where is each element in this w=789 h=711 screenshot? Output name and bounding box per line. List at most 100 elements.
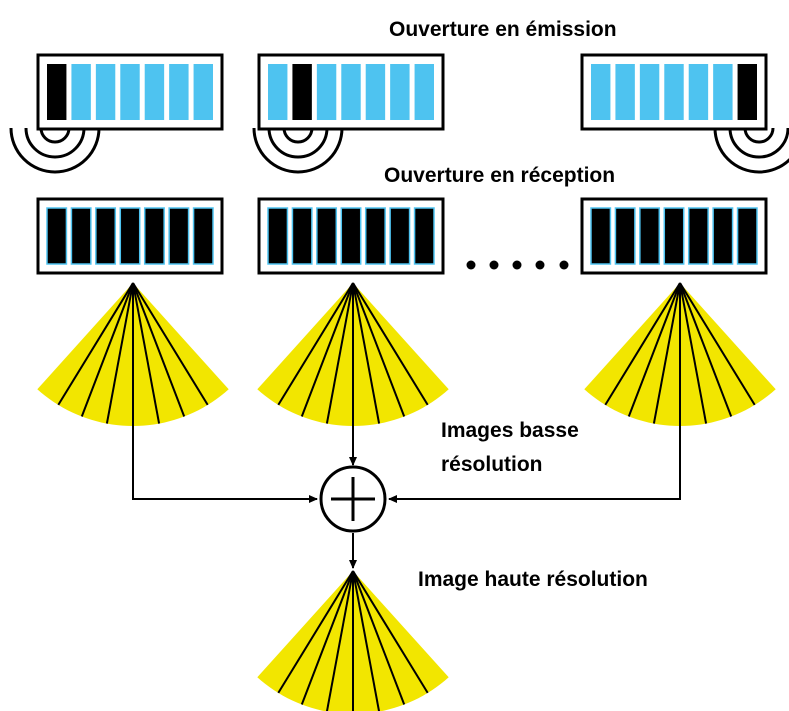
low-res-image-scanline bbox=[132, 282, 186, 417]
transmit-array-element bbox=[316, 64, 337, 120]
receive-array-element bbox=[267, 207, 289, 265]
low-res-label-line1: Images basse bbox=[441, 419, 579, 442]
connector-right bbox=[388, 426, 681, 503]
receive-array-element bbox=[192, 207, 214, 265]
receive-array-element bbox=[413, 207, 435, 265]
transmit-array bbox=[580, 53, 768, 131]
high-res-image bbox=[257, 570, 449, 711]
receive-array-element bbox=[316, 207, 338, 265]
wave-arc bbox=[24, 127, 86, 159]
low-res-images-label: Images basse résolution bbox=[441, 414, 579, 482]
transmit-array-element bbox=[390, 64, 410, 120]
transmit-array-element bbox=[144, 64, 165, 120]
low-res-image-scanline bbox=[277, 282, 354, 406]
receive-array-element bbox=[712, 207, 734, 265]
transmit-array-element bbox=[341, 64, 361, 120]
ellipsis-dots-icon bbox=[466, 260, 569, 270]
transmit-array-element bbox=[737, 64, 757, 120]
receive-array-element bbox=[590, 207, 612, 265]
transmit-array-element bbox=[664, 64, 684, 120]
receive-array-element bbox=[95, 207, 117, 265]
wave-arc bbox=[743, 127, 775, 144]
transmit-array bbox=[257, 53, 445, 131]
low-res-image-scanline bbox=[300, 282, 354, 417]
transmit-array-element bbox=[365, 64, 386, 120]
transmit-array-element bbox=[193, 64, 213, 120]
wave-arc bbox=[39, 127, 71, 144]
transmit-arrays bbox=[36, 53, 768, 131]
wave-arc bbox=[9, 127, 101, 174]
receive-array-element bbox=[168, 207, 190, 265]
receive-array-element bbox=[70, 207, 92, 265]
high-res-image-scanline bbox=[300, 570, 354, 705]
low-res-image-scanline bbox=[604, 282, 681, 406]
wave-arc bbox=[267, 127, 329, 159]
wave-arc bbox=[713, 127, 789, 174]
transmit-array-element bbox=[713, 64, 733, 120]
wave-arc bbox=[252, 127, 344, 174]
high-res-image-scanline bbox=[352, 570, 406, 705]
receive-array bbox=[257, 197, 445, 275]
low-res-image-scanline bbox=[627, 282, 681, 417]
low-res-image-scanline bbox=[652, 282, 681, 424]
high-res-image-label: Image haute résolution bbox=[418, 568, 648, 591]
low-res-image bbox=[257, 282, 449, 426]
low-res-image-scanline bbox=[57, 282, 134, 406]
ellipsis-dot bbox=[466, 260, 476, 270]
transmit-array-element bbox=[591, 64, 611, 120]
transmit-array-element bbox=[268, 64, 288, 120]
transmit-array-element bbox=[120, 64, 140, 120]
connector-lines bbox=[132, 426, 681, 569]
low-res-image bbox=[584, 282, 776, 426]
connector-left bbox=[132, 426, 318, 503]
high-res-image-scanline bbox=[277, 570, 354, 694]
receive-array-element bbox=[639, 207, 661, 265]
transmit-array-element bbox=[414, 64, 434, 120]
receive-array-element bbox=[46, 207, 68, 265]
receive-array bbox=[580, 197, 768, 275]
transmit-array-element bbox=[292, 64, 312, 120]
receive-array-element bbox=[736, 207, 758, 265]
receive-aperture-label: Ouverture en réception bbox=[384, 164, 616, 187]
low-res-image-scanline bbox=[679, 282, 708, 424]
wave-arc bbox=[728, 127, 789, 159]
transmit-array-element bbox=[95, 64, 116, 120]
receive-array-element bbox=[143, 207, 165, 265]
high-res-image-scanline bbox=[325, 570, 354, 711]
low-res-image-scanline bbox=[132, 282, 209, 406]
receive-array-element bbox=[663, 207, 685, 265]
sector-images bbox=[37, 282, 776, 711]
low-res-image-scanline bbox=[132, 282, 161, 424]
low-res-image-scanline bbox=[352, 282, 406, 417]
transmit-array-element bbox=[71, 64, 91, 120]
wave-arc bbox=[282, 127, 314, 144]
low-res-image-scanline bbox=[352, 282, 429, 406]
low-res-image-scanline bbox=[679, 282, 733, 417]
receive-array-element bbox=[340, 207, 362, 265]
low-res-image bbox=[37, 282, 229, 426]
transmit-aperture-label: Ouverture en émission bbox=[389, 18, 617, 41]
transmit-array-element bbox=[615, 64, 635, 120]
low-res-label-line2: résolution bbox=[441, 453, 543, 476]
ellipsis-dot bbox=[559, 260, 569, 270]
wave-arcs-icon bbox=[713, 127, 789, 174]
transmit-array-element bbox=[169, 64, 189, 120]
receive-array-element bbox=[614, 207, 636, 265]
high-res-image-scanline bbox=[352, 570, 381, 711]
receive-array-element bbox=[389, 207, 411, 265]
wave-group bbox=[9, 127, 789, 174]
high-res-image-scanline bbox=[352, 570, 429, 694]
low-res-image-scanline bbox=[105, 282, 134, 424]
receive-array-element bbox=[119, 207, 141, 265]
receive-array-element bbox=[364, 207, 386, 265]
transmit-array bbox=[36, 53, 224, 131]
wave-arcs-icon bbox=[252, 127, 344, 174]
receive-arrays bbox=[36, 197, 768, 275]
receive-array-element bbox=[291, 207, 313, 265]
transmit-array-element bbox=[688, 64, 709, 120]
ellipsis-dot bbox=[512, 260, 522, 270]
circled-plus-icon bbox=[319, 465, 387, 533]
ellipsis-dot bbox=[535, 260, 545, 270]
